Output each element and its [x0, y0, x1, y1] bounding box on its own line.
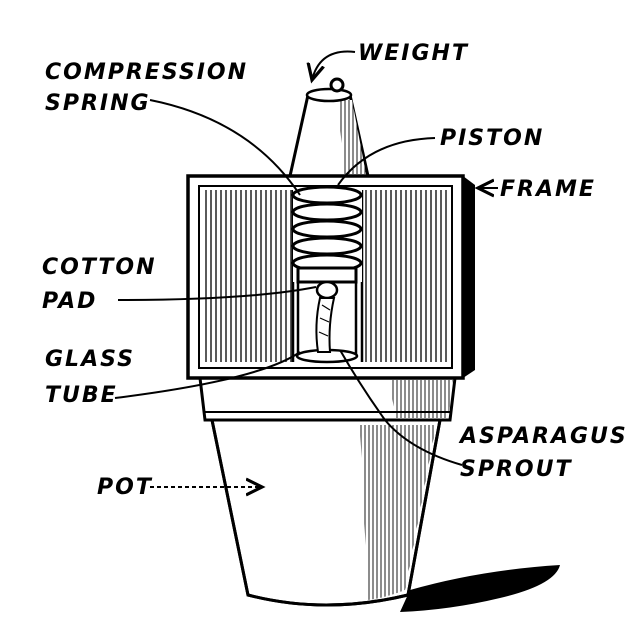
- compression-spring: [291, 185, 363, 284]
- flower-pot: [198, 376, 457, 607]
- cotton-pad-leader: [117, 286, 317, 301]
- compression-spring-leader: [149, 99, 301, 196]
- label-asparagus: ASPARAGUS: [458, 424, 628, 449]
- label-compression: COMPRESSION: [45, 60, 248, 85]
- glass-tube-leader: [114, 351, 301, 399]
- weight-leader: [312, 50, 356, 80]
- label-weight: WEIGHT: [358, 41, 469, 66]
- label-spring: SPRING: [45, 91, 151, 116]
- label-cotton: COTTON: [42, 255, 156, 280]
- cotton-pad: [315, 280, 339, 300]
- label-frame: FRAME: [500, 177, 596, 202]
- label-tube: TUBE: [45, 383, 118, 408]
- piston-leader: [337, 137, 436, 186]
- ground-shadow: [400, 565, 560, 612]
- label-piston: PISTON: [440, 126, 544, 151]
- asparagus-sprout: [315, 297, 336, 353]
- weight-cone: [288, 77, 370, 178]
- label-sprout: SPROUT: [460, 457, 572, 482]
- asparagus-sprout-leader: [339, 349, 463, 466]
- label-pot: POT: [97, 475, 153, 500]
- label-pad: PAD: [42, 289, 97, 314]
- leader-lines: [114, 50, 498, 487]
- label-glass: GLASS: [45, 347, 135, 372]
